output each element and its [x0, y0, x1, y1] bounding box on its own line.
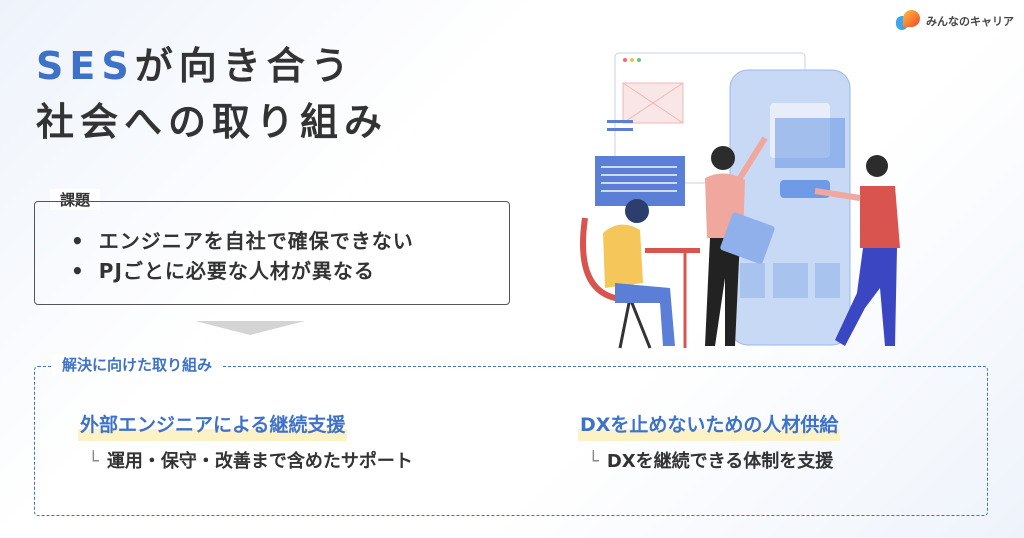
solution-detail-text: 運用・保守・改善まで含めたサポート	[106, 451, 413, 472]
corner-icon: └	[588, 451, 599, 472]
issue-label: 課題	[50, 189, 101, 210]
solution-detail: └ DXを継続できる体制を支援	[588, 447, 840, 473]
solution-column: DXを止めないための人材供給 └ DXを継続できる体制を支援	[578, 410, 841, 473]
down-arrow-icon	[195, 321, 305, 335]
solution-column: 外部エンジニアによる継続支援 └ 運用・保守・改善まで含めたサポート	[78, 410, 413, 473]
solution-detail-text: DXを継続できる体制を支援	[606, 451, 834, 472]
team-illustration	[580, 52, 900, 349]
title-line2: 社会への取り組み	[36, 100, 389, 144]
brand-logo: みんなのキャリア	[896, 10, 1014, 32]
solution-heading: DXを止めないための人材供給	[578, 410, 841, 441]
corner-icon: └	[88, 451, 99, 472]
solution-detail: └ 運用・保守・改善まで含めたサポート	[88, 447, 413, 473]
logo-mark-icon	[896, 10, 920, 32]
issue-item: PJごとに必要な人材が異なる	[71, 256, 414, 286]
issue-list: エンジニアを自社で確保できない PJごとに必要な人材が異なる	[71, 226, 414, 286]
issue-item: エンジニアを自社で確保できない	[71, 226, 414, 256]
solution-box	[34, 366, 988, 516]
issue-box: エンジニアを自社で確保できない PJごとに必要な人材が異なる	[34, 201, 510, 305]
page-title: SESが向き合う 社会への取り組み	[36, 38, 388, 150]
solution-label: 解決に向けた取り組み	[52, 354, 223, 375]
logo-text: みんなのキャリア	[926, 15, 1014, 28]
title-accent: SES	[36, 44, 135, 88]
solution-heading: 外部エンジニアによる継続支援	[78, 410, 348, 441]
title-line1: が向き合う	[134, 44, 355, 88]
